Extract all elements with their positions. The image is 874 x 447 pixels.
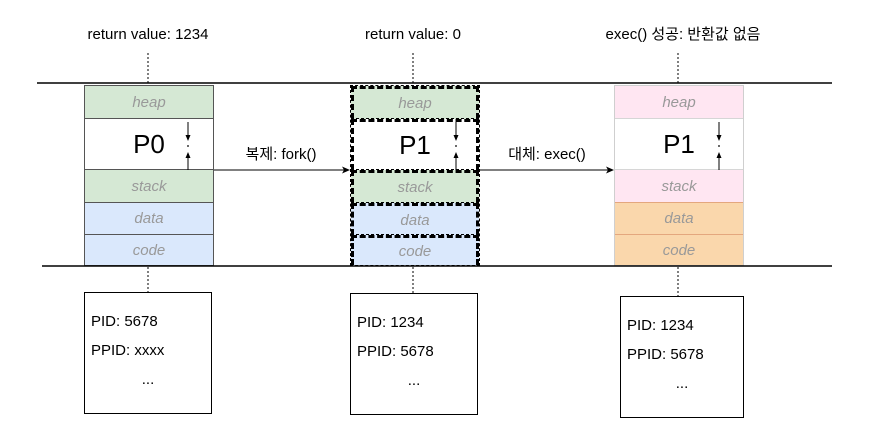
return-value-label-p0: return value: 1234 — [87, 26, 209, 43]
process-info-box-p1-forked: PID: 1234 PPID: 5678 ... — [350, 293, 478, 415]
ellipsis-text: ... — [407, 372, 421, 389]
data-segment: data — [85, 203, 213, 235]
stack-segment: stack — [85, 170, 213, 203]
data-segment: data — [615, 203, 743, 235]
stack-growth-arrow-head — [453, 152, 459, 158]
stack-growth-arrow-head — [185, 152, 191, 158]
ppid-text: PPID: 5678 — [627, 346, 704, 363]
stack-growth-arrow-head — [716, 152, 722, 158]
heap-segment: heap — [615, 86, 743, 119]
ellipsis-text: ... — [675, 375, 689, 392]
exec-arrow-head — [606, 166, 614, 174]
ellipsis-text: ... — [141, 371, 155, 388]
exec-transition-label: 대체: exec() — [508, 146, 586, 163]
heap-segment: heap — [85, 86, 213, 119]
growth-arrows-p1-exec — [716, 122, 722, 170]
pid-text: PID: 5678 — [91, 313, 158, 330]
code-segment: code — [85, 235, 213, 265]
heap-growth-arrow-head — [716, 135, 722, 141]
code-segment: code — [615, 235, 743, 265]
stack-segment: stack — [615, 170, 743, 203]
fork-transition-label: 복제: fork() — [245, 146, 317, 163]
return-value-label-p1-fork: return value: 0 — [365, 26, 461, 43]
pid-text: PID: 1234 — [357, 314, 424, 331]
ppid-text: PPID: xxxx — [91, 342, 165, 359]
process-info-box-p0: PID: 5678 PPID: xxxx ... — [84, 292, 212, 414]
fork-arrow-head — [342, 166, 350, 174]
process-memory-p0: heap P0 stack data code — [84, 85, 214, 266]
process-name: P1 — [351, 119, 479, 170]
growth-gap-dot — [187, 145, 189, 147]
heap-growth-arrow-head — [453, 135, 459, 141]
process-name: P0 — [85, 119, 213, 170]
growth-arrows-p0 — [185, 122, 191, 170]
process-memory-p1-exec: heap P1 stack data code — [614, 85, 744, 266]
growth-arrows-p1-forked — [453, 122, 459, 170]
process-info-box-p1-exec: PID: 1234 PPID: 5678 ... — [620, 296, 744, 418]
data-segment: data — [351, 203, 479, 235]
pid-text: PID: 1234 — [627, 317, 694, 334]
ppid-text: PPID: 5678 — [357, 343, 434, 360]
growth-gap-dot — [455, 145, 457, 147]
growth-gap-dot — [718, 145, 720, 147]
heap-segment: heap — [351, 86, 479, 119]
return-value-label-p1-exec: exec() 성공: 반환값 없음 — [605, 26, 761, 43]
stack-segment: stack — [351, 170, 479, 203]
process-memory-p1-forked: heap P1 stack data code — [350, 85, 480, 266]
code-segment: code — [351, 235, 479, 265]
heap-growth-arrow-head — [185, 135, 191, 141]
process-name: P1 — [615, 119, 743, 170]
